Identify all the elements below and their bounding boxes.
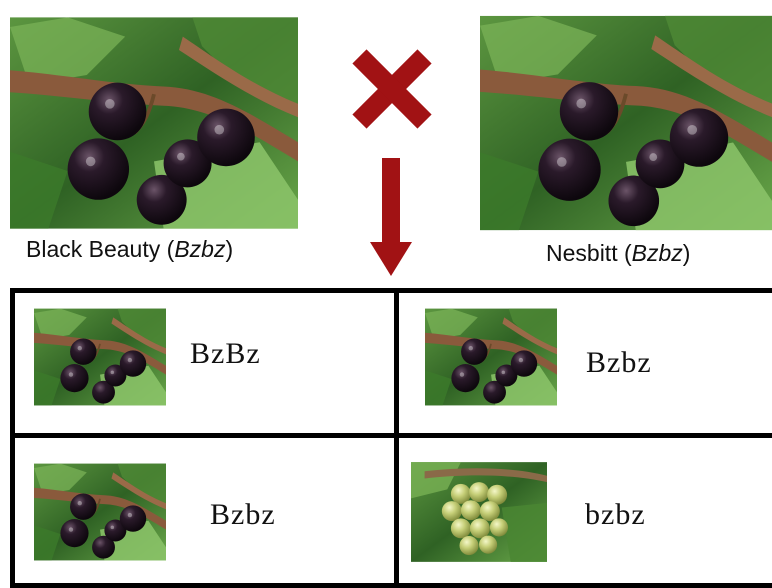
offspring-photo-black: [34, 308, 166, 406]
parent-genotype: Bzbz: [174, 236, 226, 262]
parent-label-nesbitt: Nesbitt (Bzbz): [546, 240, 691, 266]
offspring-photo-black: [34, 463, 166, 561]
parent-photo-nesbitt: [480, 10, 772, 236]
cross-icon: [352, 49, 432, 129]
parent-name: Nesbitt: [546, 240, 618, 266]
punnett-divider-horizontal: [10, 433, 772, 438]
offspring-genotype: Bzbz: [586, 346, 652, 379]
offspring-genotype: BzBz: [190, 337, 261, 370]
down-arrow-icon: [370, 158, 412, 276]
parent-label-black-beauty: Black Beauty (Bzbz): [26, 236, 234, 262]
punnett-divider-vertical: [394, 288, 399, 588]
offspring-genotype: bzbz: [585, 498, 646, 531]
parent-name: Black Beauty: [26, 236, 161, 262]
parent-photo-black-beauty: [10, 14, 298, 232]
offspring-genotype: Bzbz: [210, 498, 276, 531]
offspring-photo-bronze: [411, 461, 547, 563]
offspring-photo-black: [425, 308, 557, 406]
parent-genotype: Bzbz: [631, 240, 683, 266]
